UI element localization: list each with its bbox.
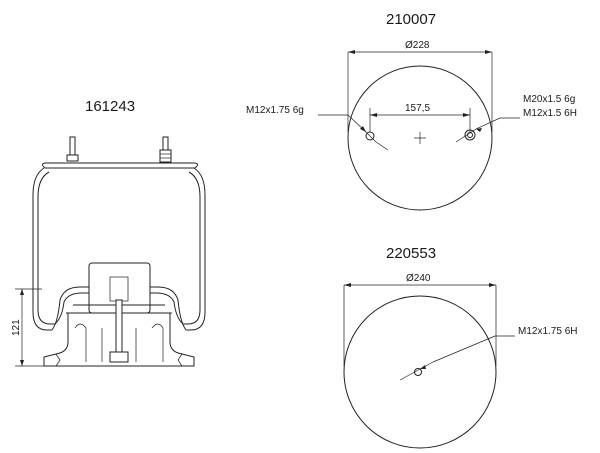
center-bolt [115,299,123,355]
left-stud [66,136,79,162]
top-plate-part-number: 210007 [386,11,436,28]
bellows-left-inner [37,171,55,325]
top-plate-end [42,162,46,169]
top-plate-diameter: Ø228 [405,40,430,51]
right-stud [159,136,172,163]
right-hole-cross [455,128,477,143]
left-thread-label: M12x1.75 6g [246,105,304,116]
center-leader-arrow [420,365,426,369]
center-thread-label: M12x1.75 6H [518,326,577,337]
center-thread-leader [432,335,496,363]
bellows-right-inner [183,171,201,325]
air-spring-part-number: 161243 [85,98,135,115]
height-dimension-label: 121 [11,319,22,336]
center-bolt-nut [109,351,129,363]
top-plate-view: 210007 Ø228 157,5 M12x1.75 6g M20x1.5 [246,11,577,211]
top-plate-end [194,162,198,169]
bottom-plate-diameter: Ø240 [406,273,431,284]
left-hole-leader-ext [375,141,389,151]
piston-foot [55,353,61,367]
top-plate-circle [347,65,493,211]
bellows-right-outer [186,167,206,331]
piston-rib [74,323,87,362]
right-stud-hole [464,129,476,141]
bottom-plate-part-number: 220553 [386,245,436,262]
left-leader-arrow [360,126,366,132]
bellows-left-outer [32,167,52,331]
right-thread-leader [475,117,501,130]
bottom-plate-circle [343,295,497,449]
hole-spacing-label: 157,5 [405,103,430,114]
center-hole-cross [399,361,434,381]
air-spring-view: 161243 [11,98,206,367]
right-thread-label-2: M12x1.5 6H [523,108,577,119]
right-leader-arrow [476,128,482,132]
piston-foot [177,353,183,367]
center-stud-hole [414,368,422,376]
piston-rib [151,323,164,362]
bottom-plate-view: 220553 Ø240 M12x1.75 6H [343,245,577,449]
left-stud-hole [365,131,375,141]
right-thread-label-1: M20x1.5 6g [523,94,575,105]
